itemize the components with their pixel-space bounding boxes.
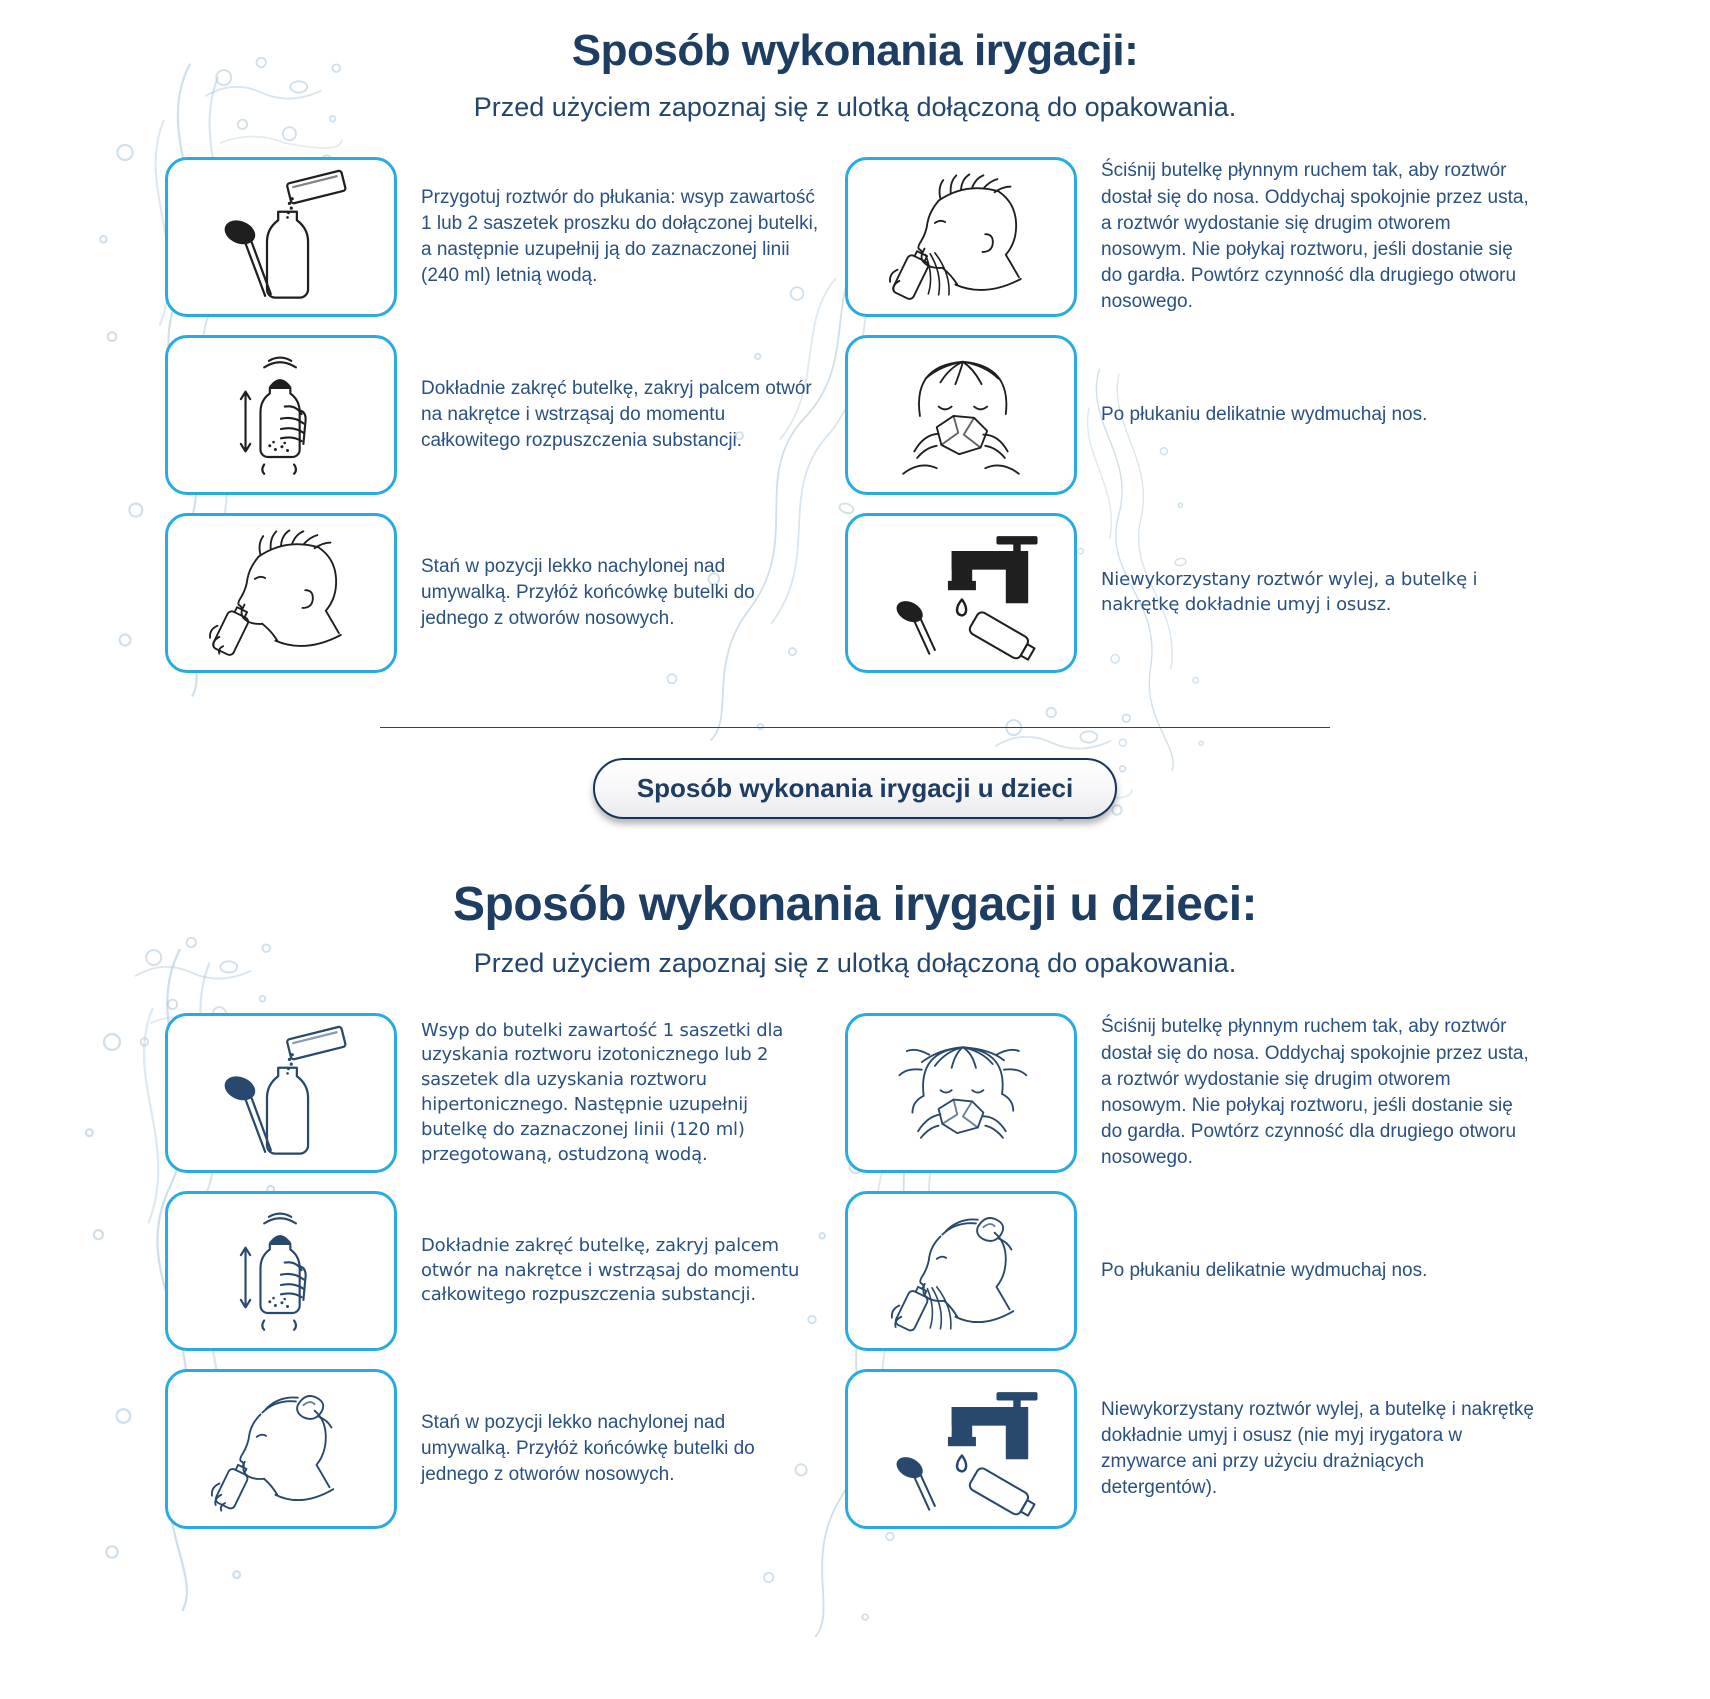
- step-text: Dokładnie zakręć butelkę, zakryj palcem …: [421, 1234, 800, 1306]
- step-illustration-box: [845, 513, 1077, 673]
- step: Wsyp do butelki zawartość 1 saszetki dla…: [165, 1013, 825, 1173]
- step: Stań w pozycji lekko nachylonej nad umyw…: [165, 1369, 825, 1529]
- step-illustration-box: [165, 335, 397, 495]
- step-illustration-box: [165, 1013, 397, 1173]
- section-subtitle: Przed użyciem zapoznaj się z ulotką dołą…: [473, 948, 1237, 978]
- step-text: Niewykorzystany roztwór wylej, a butelkę…: [1101, 569, 1478, 615]
- adults-steps-grid: Przygotuj roztwór do płukania: wsyp zawa…: [165, 157, 1545, 673]
- section-divider: [380, 727, 1330, 728]
- step-text: Stań w pozycji lekko nachylonej nad umyw…: [421, 1411, 755, 1486]
- step-text: Przygotuj roztwór do płukania: wsyp zawa…: [421, 186, 819, 287]
- children-section-button[interactable]: Sposób wykonania irygacji u dzieci: [592, 758, 1118, 819]
- sachet-pour-bottle-icon: [177, 167, 385, 307]
- step-illustration-box: [165, 1191, 397, 1351]
- step-illustration-box: [845, 1013, 1077, 1173]
- step: Ściśnij butelkę płynnym ruchem tak, aby …: [845, 1013, 1545, 1173]
- step: Po płukaniu delikatnie wydmuchaj nos.: [845, 335, 1545, 495]
- step-illustration-box: [845, 1191, 1077, 1351]
- sachet-pour-bottle-icon: [177, 1023, 385, 1163]
- children-steps-grid: Wsyp do butelki zawartość 1 saszetki dla…: [165, 1013, 1545, 1529]
- step-text: Dokładnie zakręć butelkę, zakryj palcem …: [421, 377, 812, 452]
- adult-squeeze-bottle-nose-icon: [857, 167, 1065, 307]
- step-illustration-box: [845, 1369, 1077, 1529]
- section-adults: Sposób wykonania irygacji: Przed użyciem…: [165, 26, 1545, 673]
- faucet-wash-parts-icon: [857, 523, 1065, 663]
- child-squeeze-bottle-nose-icon: [857, 1201, 1065, 1341]
- section-subtitle: Przed użyciem zapoznaj się z ulotką dołą…: [473, 92, 1237, 122]
- step-text: Ściśnij butelkę płynnym ruchem tak, aby …: [1101, 1016, 1529, 1169]
- step: Ściśnij butelkę płynnym ruchem tak, aby …: [845, 157, 1545, 317]
- step-illustration-box: [165, 157, 397, 317]
- child-lean-bottle-to-nose-icon: [177, 1379, 385, 1519]
- step: Dokładnie zakręć butelkę, zakryj palcem …: [165, 1191, 825, 1351]
- children-button-wrap: Sposób wykonania irygacji u dzieci: [165, 758, 1545, 819]
- step: Przygotuj roztwór do płukania: wsyp zawa…: [165, 157, 825, 317]
- adult-blow-nose-tissue-icon: [857, 345, 1065, 485]
- shake-bottle-icon: [177, 1201, 385, 1341]
- step-text: Ściśnij butelkę płynnym ruchem tak, aby …: [1101, 160, 1529, 313]
- step-text: Stań w pozycji lekko nachylonej nad umyw…: [421, 555, 755, 630]
- step: Niewykorzystany roztwór wylej, a butelkę…: [845, 1369, 1545, 1529]
- section-title: Sposób wykonania irygacji u dzieci:: [452, 878, 1258, 931]
- step-text: Po płukaniu delikatnie wydmuchaj nos.: [1101, 1259, 1428, 1281]
- step-text: Niewykorzystany roztwór wylej, a butelkę…: [1101, 1398, 1534, 1499]
- child-blow-nose-tissue-icon: [857, 1023, 1065, 1163]
- step: Stań w pozycji lekko nachylonej nad umyw…: [165, 513, 825, 673]
- step: Niewykorzystany roztwór wylej, a butelkę…: [845, 513, 1545, 673]
- step: Po płukaniu delikatnie wydmuchaj nos.: [845, 1191, 1545, 1351]
- shake-bottle-icon: [177, 345, 385, 485]
- adult-lean-bottle-to-nose-icon: [177, 523, 385, 663]
- step-illustration-box: [165, 1369, 397, 1529]
- faucet-wash-parts-icon: [857, 1379, 1065, 1519]
- step: Dokładnie zakręć butelkę, zakryj palcem …: [165, 335, 825, 495]
- step-illustration-box: [845, 157, 1077, 317]
- step-text: Po płukaniu delikatnie wydmuchaj nos.: [1101, 403, 1428, 425]
- section-children: Sposób wykonania irygacji u dzieci: Prze…: [165, 877, 1545, 1529]
- step-illustration-box: [845, 335, 1077, 495]
- section-title: Sposób wykonania irygacji:: [571, 26, 1139, 75]
- step-text: Wsyp do butelki zawartość 1 saszetki dla…: [421, 1019, 784, 1165]
- step-illustration-box: [165, 513, 397, 673]
